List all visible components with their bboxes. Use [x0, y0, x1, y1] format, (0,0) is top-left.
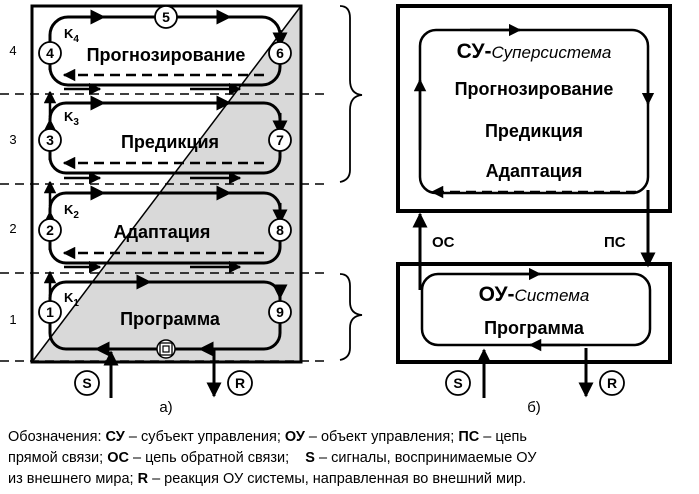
- level-number-1: 1: [9, 312, 16, 327]
- right-signal-lines: [476, 348, 594, 398]
- su-item-prognosis: Прогнозирование: [455, 79, 614, 99]
- ou-item-program: Программа: [484, 318, 585, 338]
- signal-lines: [103, 350, 222, 398]
- node-7-label: 7: [276, 132, 284, 148]
- forward-label: ПС: [604, 234, 626, 251]
- level-number-3: 3: [9, 132, 16, 147]
- k1-label: K1: [64, 290, 79, 309]
- k4-label: K4: [64, 26, 79, 45]
- curly-braces: [339, 5, 363, 361]
- diagram-a: 4 3 2 1: [0, 4, 363, 416]
- diagram-b: СУ-Суперсистема Прогнозирование Предикци…: [396, 4, 672, 416]
- su-flow-arrows: [413, 23, 655, 150]
- su-item-prediction: Предикция: [485, 121, 583, 141]
- target-icon: [156, 339, 176, 359]
- level-number-4: 4: [9, 43, 16, 58]
- node-5-label: 5: [162, 9, 170, 25]
- k2-label: K2: [64, 202, 79, 221]
- legend-line-2: прямой связи; ОС – цепь обратной связи; …: [8, 450, 537, 466]
- right-signal-s-label: S: [453, 375, 462, 391]
- level-3-label: Предикция: [121, 132, 219, 152]
- node-4-label: 4: [46, 45, 54, 61]
- ou-title: ОУ-Система: [479, 283, 590, 306]
- dashed-return-lines: [62, 68, 264, 260]
- nodes: 4 6 5 3 7 2 8 1 9 S R: [38, 5, 292, 396]
- node-9-label: 9: [276, 304, 284, 320]
- control-hierarchy-diagram: 4 3 2 1: [0, 4, 672, 416]
- k3-label: K3: [64, 109, 79, 128]
- su-box: [396, 4, 672, 213]
- reaction-r-label: R: [235, 375, 245, 391]
- k-labels: K4 K3 K2 K1: [64, 26, 79, 309]
- level-connectors: [43, 82, 242, 296]
- level-4-label: Прогнозирование: [87, 45, 246, 65]
- level-separators: [0, 93, 330, 362]
- su-item-adaptation: Адаптация: [486, 161, 583, 181]
- level-numbers: 4 3 2 1: [9, 43, 16, 327]
- ou-flow-arrows: [490, 267, 580, 352]
- level-1-label: Программа: [120, 309, 221, 329]
- level-2-label: Адаптация: [114, 222, 211, 242]
- caption-a: а): [159, 399, 172, 416]
- node-3-label: 3: [46, 132, 54, 148]
- level-number-2: 2: [9, 221, 16, 236]
- node-2-label: 2: [46, 222, 54, 238]
- legend-line-3: из внешнего мира; R – реакция ОУ системы…: [8, 471, 527, 487]
- node-1-label: 1: [46, 304, 54, 320]
- legend: Обозначения: СУ – субъект управления; ОУ…: [8, 427, 696, 490]
- node-8-label: 8: [276, 222, 284, 238]
- ou-box: [396, 262, 672, 364]
- right-reaction-r-label: R: [607, 375, 617, 391]
- signal-s-label: S: [82, 375, 91, 391]
- node-6-label: 6: [276, 45, 284, 61]
- legend-line-1: Обозначения: СУ – субъект управления; ОУ…: [8, 429, 527, 445]
- su-title: СУ-Суперсистема: [457, 40, 612, 63]
- caption-b: б): [527, 399, 541, 416]
- feedback-label: ОС: [432, 234, 455, 251]
